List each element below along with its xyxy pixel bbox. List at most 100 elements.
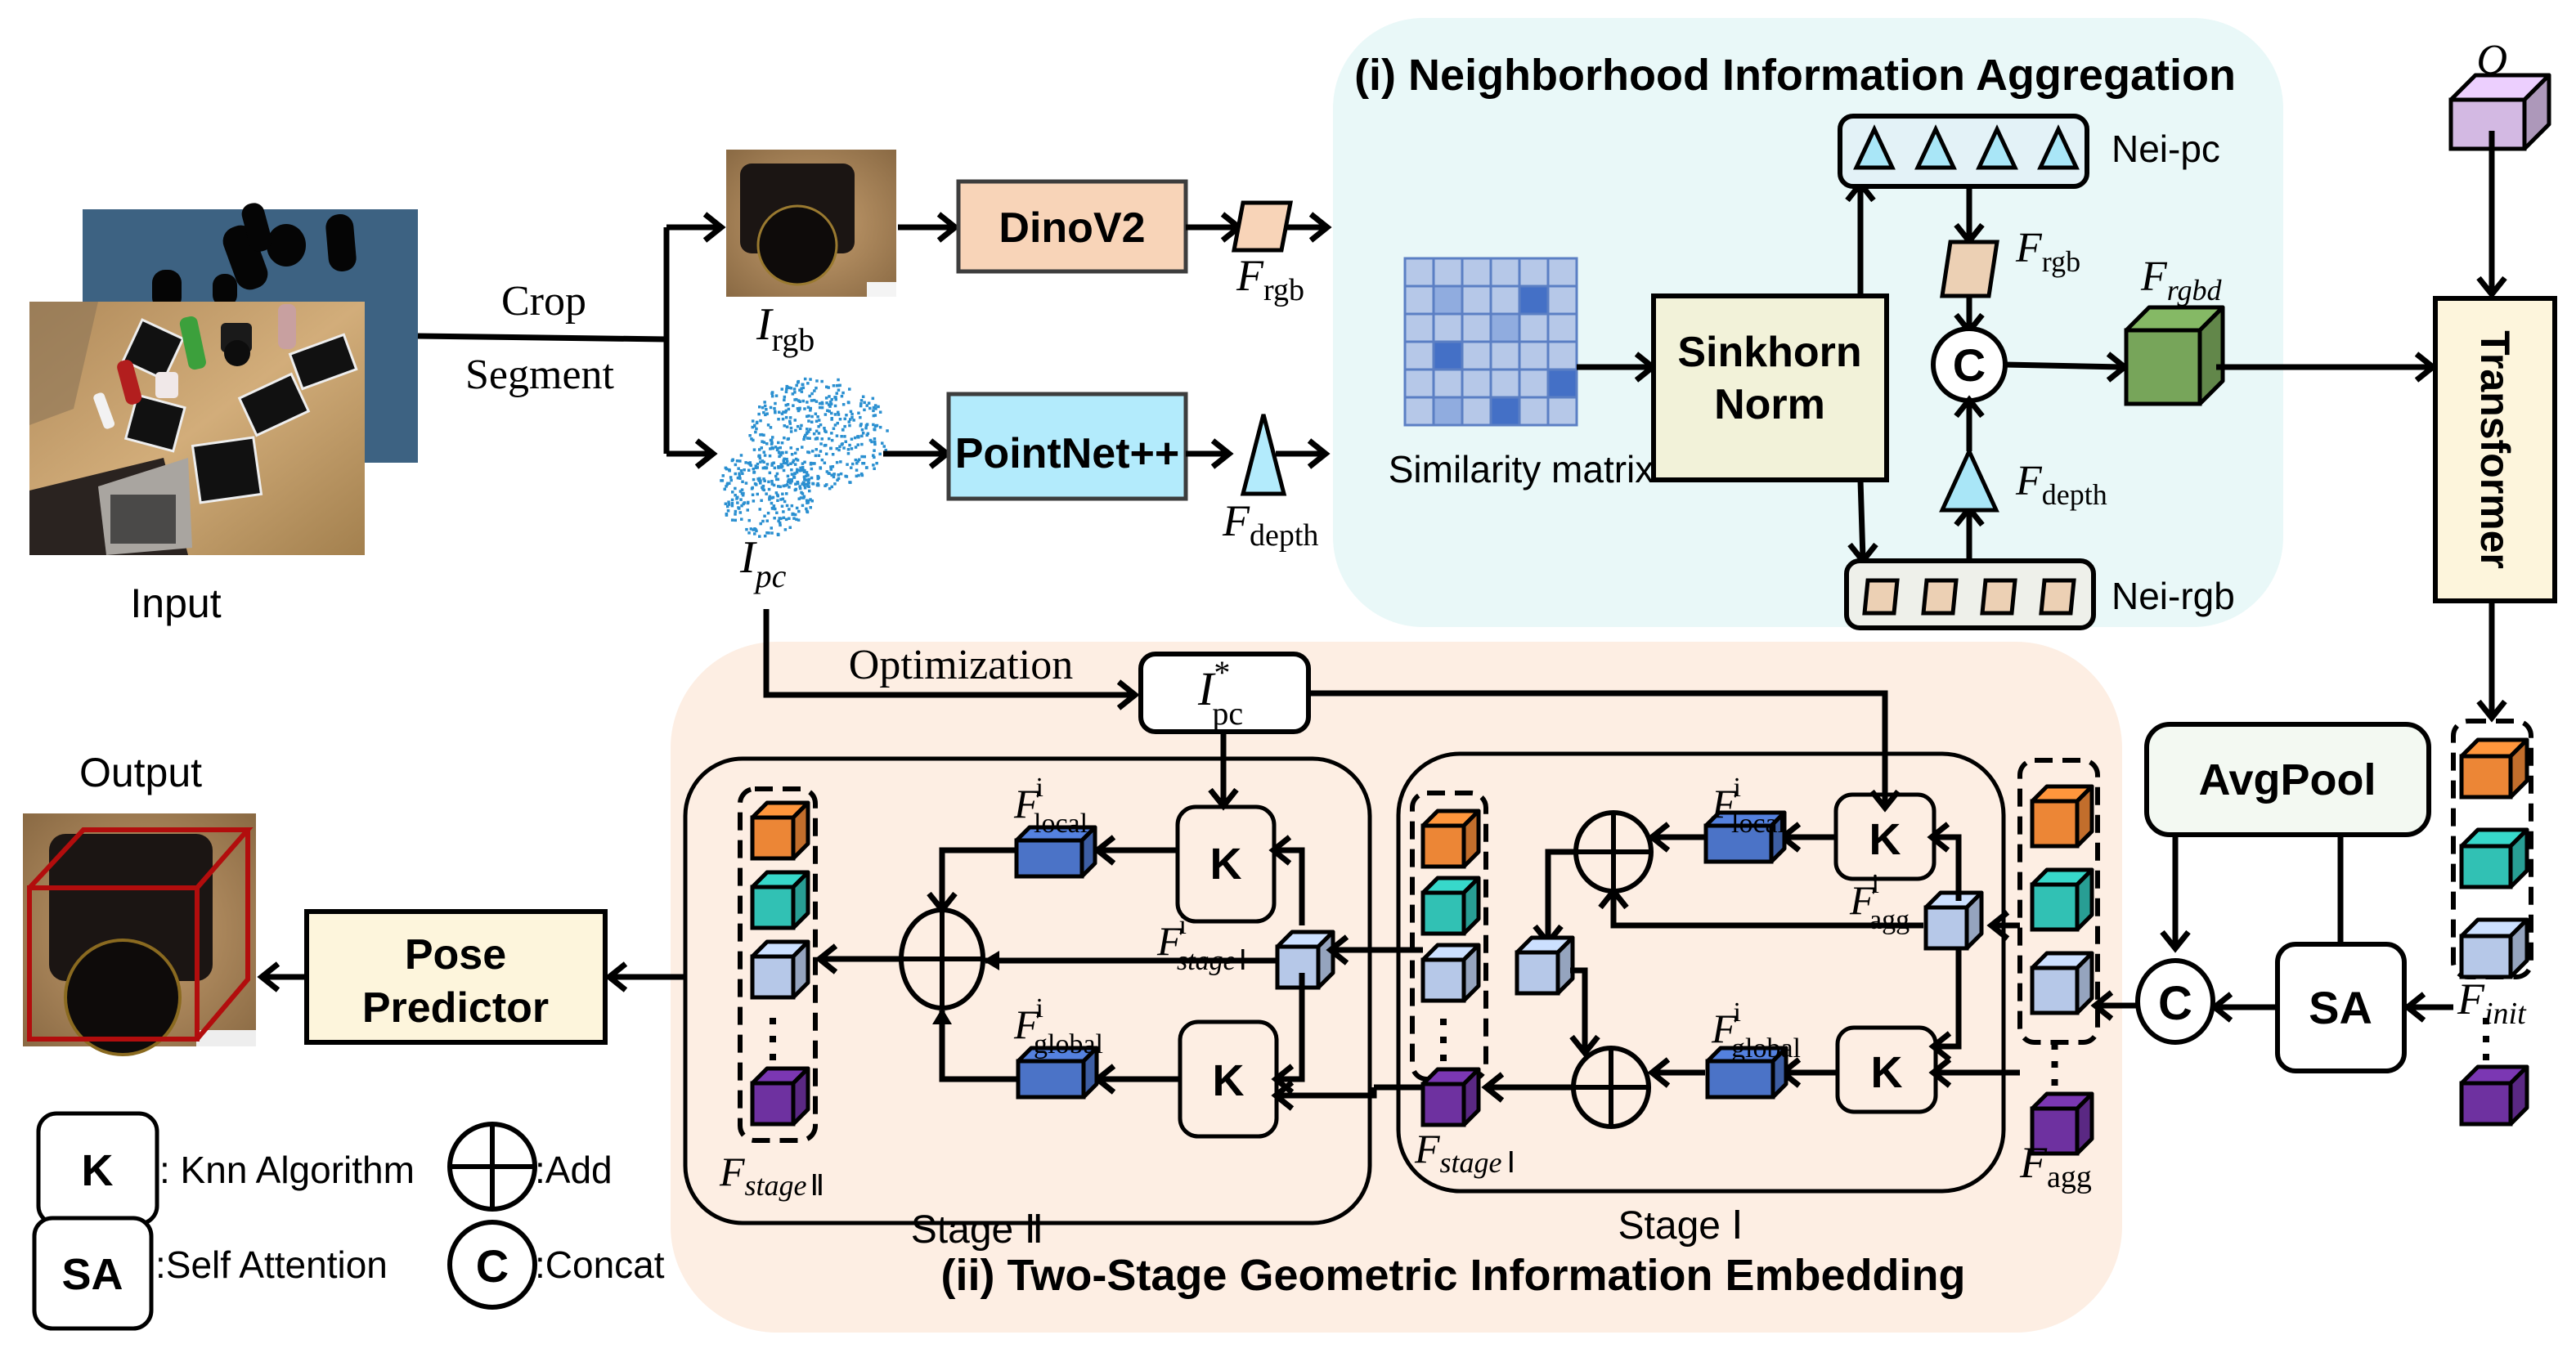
matrix-cell xyxy=(1432,340,1464,371)
concat-label: C xyxy=(2158,977,2192,1030)
similarity-matrix xyxy=(1403,257,1578,427)
nia-title: (i) Neighborhood Information Aggregation xyxy=(1354,51,2236,100)
legend-concat-icon xyxy=(447,1220,537,1310)
stage2-f-stage-cubes xyxy=(750,800,810,1127)
stage2-f-stage-cube-2 xyxy=(750,870,810,930)
stage1-knn-local-label: K xyxy=(1869,815,1901,864)
nei-pc-triangle xyxy=(1914,124,1957,170)
avgpool-box[interactable] xyxy=(2144,722,2431,837)
transformer-label: Transformer xyxy=(2472,330,2518,569)
f-init-cube-1 xyxy=(2459,737,2529,800)
matrix-cell xyxy=(1546,396,1578,427)
stage1-f-stage-cube-last xyxy=(1420,1067,1481,1127)
nei-rgb-label: Nei-rgb xyxy=(2112,575,2235,617)
f-rgbd-cube xyxy=(2124,305,2225,406)
matrix-cell xyxy=(1403,340,1435,371)
matrix-cell xyxy=(1489,284,1521,316)
f-agg-label: Fagg xyxy=(2019,1138,2092,1194)
stage1-add-top xyxy=(1573,810,1654,894)
matrix-cell xyxy=(1432,396,1464,427)
stage1-f-stage-cube-1 xyxy=(1420,809,1481,869)
concat-symbol xyxy=(2135,958,2215,1045)
legend-sa-symbol: SA xyxy=(61,1250,123,1299)
sinkhorn-label-line1: Sinkhorn xyxy=(1677,329,1861,376)
legend: K : Knn Algorithm :Add SA :Self Attentio… xyxy=(32,1111,665,1331)
f-agg-cubes xyxy=(2030,784,2094,1156)
nia-concat-label: C xyxy=(1953,339,1986,391)
stage2-knn-local[interactable] xyxy=(1175,804,1277,924)
f-init-cube-3 xyxy=(2459,917,2529,979)
sinkhorn-norm-box xyxy=(1651,293,1889,482)
f-agg-cube-last xyxy=(2030,1091,2094,1156)
legend-sa-text: :Self Attention xyxy=(155,1243,388,1286)
pointnet-label: PointNet++ xyxy=(955,430,1180,477)
stage1-mid-shape xyxy=(1515,935,1575,996)
nia-f-rgb-label: Frgb xyxy=(2015,225,2080,278)
legend-add-text: :Add xyxy=(535,1149,613,1191)
ellipsis-dot xyxy=(2483,1054,2489,1060)
matrix-cell xyxy=(1546,368,1578,399)
matrix-cell xyxy=(1461,396,1492,427)
nia-f-rgb-icon xyxy=(1940,240,1999,298)
transformer-box xyxy=(2433,296,2557,603)
legend-concat-symbol: C xyxy=(476,1240,509,1292)
photo-details xyxy=(29,302,358,555)
matrix-cell xyxy=(1518,284,1550,316)
f-init-cube-2 xyxy=(2459,827,2529,889)
stage1-f-global-shape xyxy=(1705,1046,1788,1100)
segment-label: Segment xyxy=(465,352,615,398)
matrix-cell xyxy=(1461,368,1492,399)
matrix-cell xyxy=(1546,284,1578,316)
point-cloud-image xyxy=(720,377,889,538)
f-agg-cube-3 xyxy=(2030,951,2094,1015)
nei-pc-label: Nei-pc xyxy=(2112,128,2220,170)
pose-predictor-line2: Predictor xyxy=(362,984,549,1032)
stage1-f-stage-cube-3 xyxy=(1420,943,1481,1003)
f-agg-cube-2 xyxy=(2030,867,2094,932)
dinov2-box xyxy=(956,179,1188,274)
matrix-cell xyxy=(1403,368,1435,399)
avgpool-label: AvgPool xyxy=(2198,755,2376,804)
matrix-cell xyxy=(1432,284,1464,316)
nei-rgb-parallelogram xyxy=(1921,578,1959,616)
stage2-f-stage-group xyxy=(738,786,818,1143)
sa-label: SA xyxy=(2309,982,2372,1033)
i-pc-label: Ipc xyxy=(739,532,787,594)
sinkhorn-label-line2: Norm xyxy=(1714,381,1825,428)
pose-predictor-line1: Pose xyxy=(405,931,506,979)
f-init-label: Finit xyxy=(2457,974,2527,1031)
f-rgb-feature-icon xyxy=(1231,200,1294,253)
matrix-cell xyxy=(1403,396,1435,427)
stage2-f-stage-cube-last xyxy=(750,1066,810,1127)
stage1-f-local-cube xyxy=(1703,810,1787,864)
stage2-f-global-cube xyxy=(1016,1046,1099,1100)
stage1-knn-global-label: K xyxy=(1871,1048,1903,1097)
query-cube xyxy=(2448,73,2551,151)
matrix-cell xyxy=(1461,284,1492,316)
pose-predictor-box xyxy=(304,909,608,1045)
f-rgb-label: Frgb xyxy=(1236,251,1304,307)
stage2-knn-global-label: K xyxy=(1213,1056,1245,1105)
stage2-f-local-cube xyxy=(1014,825,1097,879)
matrix-cell xyxy=(1432,312,1464,343)
stage2-f-stage1-i-shape xyxy=(1275,930,1335,990)
matrix-cell xyxy=(1403,284,1435,316)
legend-knn-symbol: K xyxy=(82,1146,114,1195)
matrix-cell xyxy=(1489,257,1521,288)
stage2-container xyxy=(683,756,1372,1225)
nei-rgb-parallelogram xyxy=(2039,578,2076,616)
nia-f-depth-label: Fdepth xyxy=(2015,458,2107,511)
mask-blobs xyxy=(152,203,357,311)
stage1-f-local-shape xyxy=(1703,810,1787,864)
stage2-f-stage-cube-1 xyxy=(750,800,810,861)
ellipsis-dot xyxy=(1440,1019,1447,1025)
matrix-cell xyxy=(1546,257,1578,288)
matrix-cell xyxy=(1489,312,1521,343)
